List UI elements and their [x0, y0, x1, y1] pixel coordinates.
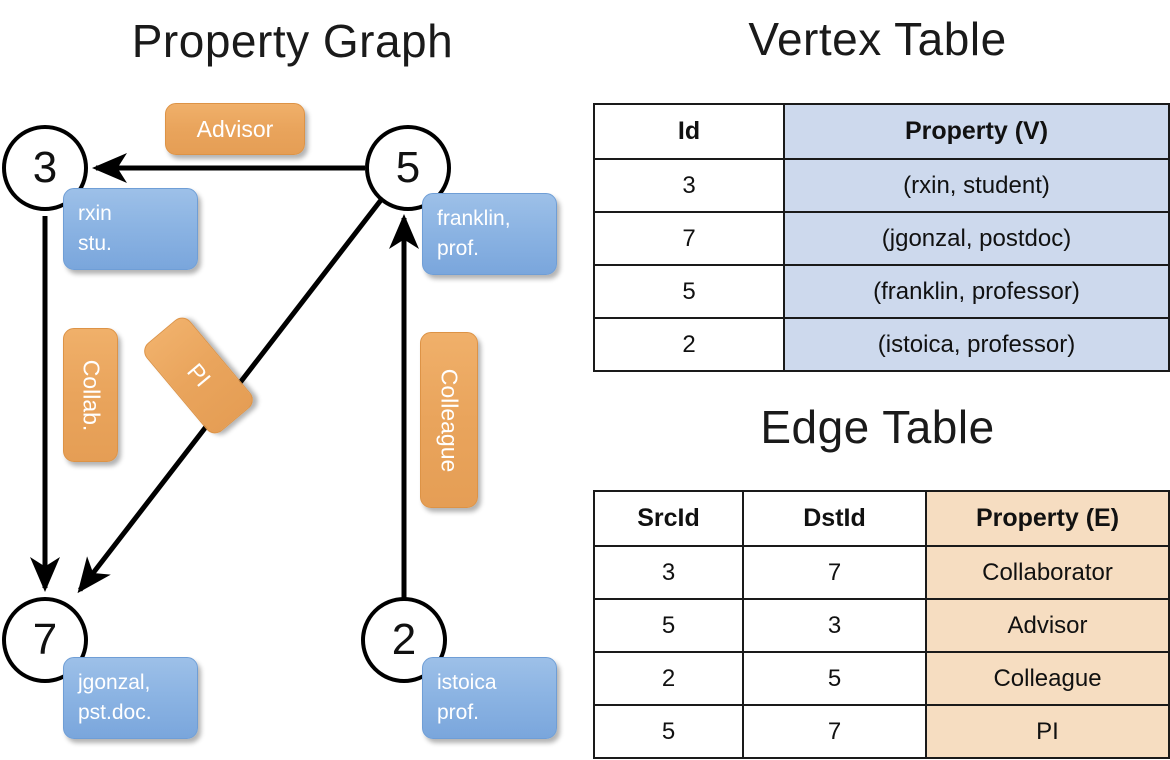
- table-row[interactable]: 3 (rxin, student): [593, 158, 1170, 213]
- edge-label-advisor: Advisor: [165, 103, 305, 155]
- vertex-property-rxin-line2: stu.: [78, 232, 112, 256]
- edge-table-header-dstid: DstId: [742, 490, 927, 547]
- vertex-property-jgonzal-line1: jgonzal,: [78, 671, 151, 694]
- edge-row-0-dst: 7: [742, 545, 927, 600]
- edge-label-pi-text: PI: [181, 358, 216, 392]
- vertex-property-rxin-line1: rxin: [78, 202, 112, 225]
- edge-label-colleague-text: Colleague: [436, 368, 463, 472]
- table-row[interactable]: 3 7 Collaborator: [593, 545, 1170, 600]
- graph-node-2[interactable]: 2: [361, 597, 447, 683]
- graph-node-2-label: 2: [391, 615, 417, 664]
- vertex-property-istoica-line1: istoica: [437, 671, 497, 694]
- edge-label-collab: Collab.: [63, 328, 118, 462]
- vertex-row-1-id: 7: [593, 211, 785, 266]
- table-row[interactable]: 5 3 Advisor: [593, 598, 1170, 653]
- edge-row-1-dst: 3: [742, 598, 927, 653]
- vertex-table-header-property: Property (V): [783, 103, 1170, 160]
- edge-row-3-src: 5: [593, 704, 744, 759]
- table-row[interactable]: 2 5 Colleague: [593, 651, 1170, 706]
- vertex-table-header-id: Id: [593, 103, 785, 160]
- page-title-edge-table: Edge Table: [760, 401, 995, 453]
- vertex-property-box-jgonzal: jgonzal, pst.doc.: [63, 657, 198, 739]
- vertex-property-jgonzal-line2: pst.doc.: [78, 701, 152, 725]
- edge-row-3-property: PI: [925, 704, 1170, 759]
- edge-row-0-src: 3: [593, 545, 744, 600]
- vertex-property-istoica-line2: prof.: [437, 701, 480, 725]
- vertex-row-2-property: (franklin, professor): [783, 264, 1170, 319]
- edge-row-1-property: Advisor: [925, 598, 1170, 653]
- edge-row-1-src: 5: [593, 598, 744, 653]
- property-graph-diagram: 3 5 7 2 rxin stu. franklin, prof. jgonza…: [2, 103, 557, 739]
- graph-node-7-label: 7: [32, 615, 58, 664]
- page-title-property-graph: Property Graph: [131, 15, 454, 67]
- table-row[interactable]: 5 (franklin, professor): [593, 264, 1170, 319]
- vertex-row-0-id: 3: [593, 158, 785, 213]
- vertex-row-1-property: (jgonzal, postdoc): [783, 211, 1170, 266]
- page-title-vertex-table: Vertex Table: [748, 13, 1007, 65]
- edge-label-advisor-text: Advisor: [196, 115, 274, 142]
- table-row[interactable]: 2 (istoica, professor): [593, 317, 1170, 372]
- graph-node-3-label: 3: [32, 143, 58, 192]
- table-row[interactable]: 5 7 PI: [593, 704, 1170, 759]
- graph-node-5[interactable]: 5: [365, 125, 451, 211]
- edge-label-collab-text: Collab.: [78, 359, 105, 431]
- vertex-row-3-id: 2: [593, 317, 785, 372]
- edge-row-2-dst: 5: [742, 651, 927, 706]
- edge-row-2-src: 2: [593, 651, 744, 706]
- edge-table: SrcId DstId Property (E) 3 7 Collaborato…: [593, 490, 1170, 759]
- vertex-property-box-istoica: istoica prof.: [422, 657, 557, 739]
- edge-table-header-srcid: SrcId: [593, 490, 744, 547]
- edge-table-header-row: SrcId DstId Property (E): [593, 490, 1170, 547]
- edge-label-colleague: Colleague: [420, 332, 478, 508]
- vertex-property-box-franklin: franklin, prof.: [422, 193, 557, 275]
- vertex-property-franklin-line1: franklin,: [437, 207, 511, 230]
- vertex-property-franklin-line2: prof.: [437, 237, 480, 261]
- vertex-row-2-id: 5: [593, 264, 785, 319]
- vertex-table: Id Property (V) 3 (rxin, student) 7 (jgo…: [593, 103, 1170, 372]
- table-row[interactable]: 7 (jgonzal, postdoc): [593, 211, 1170, 266]
- vertex-row-3-property: (istoica, professor): [783, 317, 1170, 372]
- vertex-property-box-rxin: rxin stu.: [63, 188, 198, 270]
- edge-row-3-dst: 7: [742, 704, 927, 759]
- graph-node-5-label: 5: [395, 143, 421, 192]
- vertex-table-header-row: Id Property (V): [593, 103, 1170, 160]
- edge-row-2-property: Colleague: [925, 651, 1170, 706]
- vertex-row-0-property: (rxin, student): [783, 158, 1170, 213]
- edge-row-0-property: Collaborator: [925, 545, 1170, 600]
- edge-table-header-property: Property (E): [925, 490, 1170, 547]
